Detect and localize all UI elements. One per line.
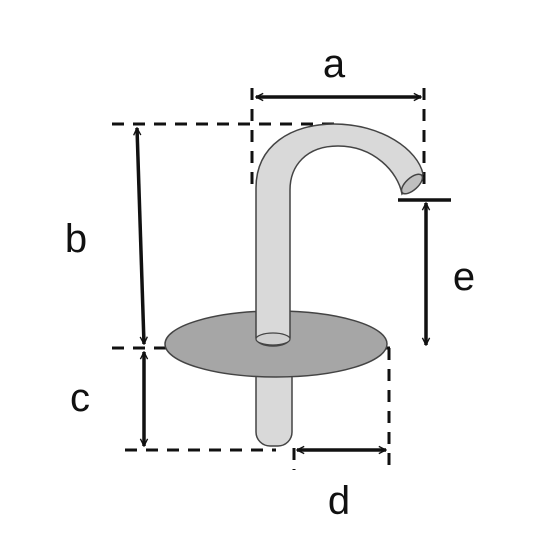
label-b: b bbox=[65, 217, 87, 261]
dimension-arrows bbox=[137, 97, 451, 450]
label-e: e bbox=[453, 255, 475, 299]
hook-shank-base bbox=[255, 332, 291, 346]
hook-curved-body bbox=[255, 123, 424, 347]
label-c: c bbox=[70, 376, 90, 420]
dimension-arrow-b bbox=[137, 128, 144, 344]
hook-tip-face bbox=[400, 173, 424, 195]
ceiling-hook-drawing bbox=[164, 123, 424, 447]
label-a: a bbox=[323, 42, 346, 86]
label-d: d bbox=[328, 479, 350, 523]
